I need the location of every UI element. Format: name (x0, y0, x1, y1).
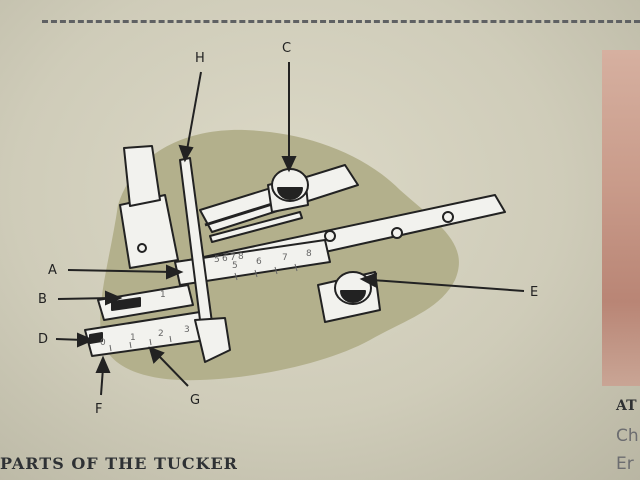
arrowhead-f (95, 355, 111, 373)
arrowhead-g (148, 346, 165, 364)
lower-scale-num-3: 3 (184, 325, 190, 335)
upper-scale-num-8: 8 (306, 249, 312, 259)
bar-hole-2 (391, 227, 403, 239)
lower-scale-num-0: 0 (100, 338, 106, 348)
arrowhead-h (178, 144, 194, 163)
label-b: B (38, 292, 47, 307)
bracket-top (123, 145, 161, 207)
bar-screw (324, 230, 336, 242)
bar-hole-1 (442, 211, 454, 223)
small-scale-num-6: 6 (222, 254, 228, 264)
label-f: F (95, 402, 102, 417)
small-scale-num-8: 8 (238, 252, 244, 262)
arrowhead-e (359, 272, 378, 288)
side-text-line-1: Ch (616, 426, 639, 446)
dashed-rule (42, 20, 640, 23)
lower-scale-num-1: 1 (130, 333, 136, 343)
upper-scale-num-6: 6 (256, 257, 262, 267)
arrowhead-b (105, 290, 123, 306)
plate-slot-lower (209, 211, 303, 243)
label-h: H (195, 51, 205, 66)
middle-scale (97, 284, 194, 321)
upper-scale (174, 239, 331, 286)
marker-b (111, 297, 141, 311)
knob-c-shade (277, 187, 303, 200)
leader-a (67, 269, 174, 273)
diagram-caption: PARTS OF THE TUCKER (0, 454, 238, 473)
arrowhead-c (281, 156, 297, 173)
label-c: C (282, 41, 291, 56)
side-photo (602, 50, 640, 386)
upper-scale-num-5: 5 (232, 261, 238, 271)
leader-g (157, 354, 189, 387)
lower-scale-num-2: 2 (158, 329, 164, 339)
label-e: E (530, 285, 538, 300)
knob-e-shade (340, 290, 366, 303)
small-scale-num-7: 7 (230, 253, 236, 263)
blade-foot (194, 317, 231, 363)
label-g: G (190, 393, 200, 408)
side-heading: AT (616, 398, 637, 414)
side-text-line-2: Er (616, 454, 634, 474)
arrowhead-a (166, 264, 184, 280)
middle-scale-num-1: 1 (160, 290, 166, 300)
leader-b (57, 297, 113, 300)
label-d: D (38, 332, 48, 347)
bracket-screw (137, 243, 147, 253)
arrowhead-d (77, 332, 95, 348)
label-a: A (48, 263, 57, 278)
leader-h (186, 71, 202, 151)
leader-e (371, 279, 525, 292)
small-scale-num-5: 5 (214, 255, 220, 265)
upper-scale-num-7: 7 (282, 253, 288, 263)
